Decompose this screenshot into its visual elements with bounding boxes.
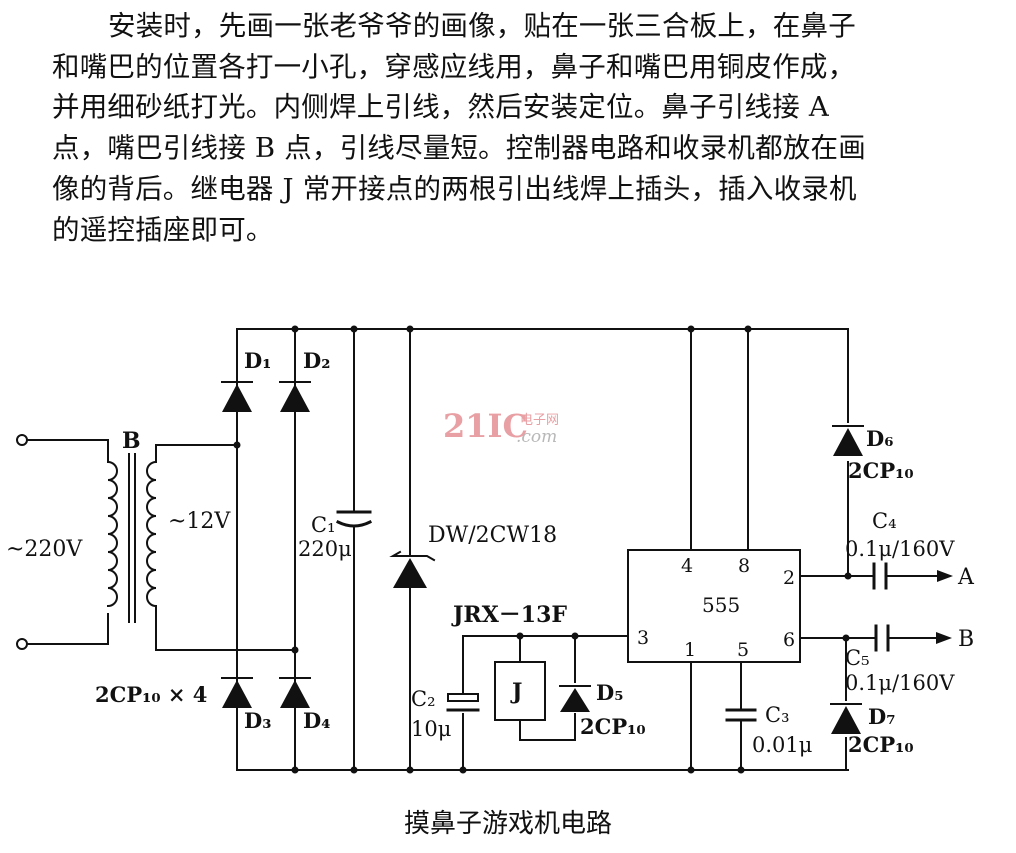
primary-coil xyxy=(106,460,118,608)
label-d4: D₄ xyxy=(303,708,330,733)
label-c5-value: 0.1μ/160V xyxy=(845,671,955,695)
d4-diode xyxy=(279,671,311,714)
article-line: 并用细砂纸打光。内侧焊上引线，然后安装定位。鼻子引线接 A xyxy=(52,91,829,124)
label-transformer: B xyxy=(122,428,141,454)
article-line: 安装时，先画一张老爷爷的画像，贴在一张三合板上，在鼻子 xyxy=(108,10,856,42)
relay-bottom-wire xyxy=(462,713,576,771)
label-d5: D₅ xyxy=(596,680,623,705)
label-ic: 555 xyxy=(702,593,740,617)
d3-diode xyxy=(221,671,253,714)
label-c5: C₅ xyxy=(845,646,870,670)
label-c4: C₄ xyxy=(872,509,897,533)
label-c1: C₁ xyxy=(311,513,336,537)
watermark-logo: 21IC xyxy=(443,407,528,445)
article-text: 安装时，先画一张老爷爷的画像，贴在一张三合板上，在鼻子 和嘴巴的位置各打一小孔，… xyxy=(52,6,982,250)
label-c3-value: 0.01μ xyxy=(752,733,812,757)
label-c2-value: 10μ xyxy=(411,717,451,741)
label-d3: D₃ xyxy=(244,708,271,733)
relay-coil xyxy=(494,661,546,721)
label-input-voltage: ~220V xyxy=(6,537,83,562)
transformer-core xyxy=(128,453,136,623)
label-d6-type: 2CP₁₀ xyxy=(848,458,914,483)
label-pin4: 4 xyxy=(681,555,693,577)
c2-capacitor xyxy=(446,693,480,712)
input-wire xyxy=(26,439,109,645)
label-c3: C₃ xyxy=(765,703,790,727)
input-terminal-bottom xyxy=(16,638,28,650)
ic-555-body xyxy=(627,549,801,663)
label-pin8: 8 xyxy=(738,555,750,577)
label-relay-model: JRX－13F xyxy=(451,602,567,628)
watermark-sub-bottom: .com xyxy=(516,427,557,447)
label-d6: D₆ xyxy=(866,426,893,451)
label-d5-type: 2CP₁₀ xyxy=(580,714,646,739)
d2-diode xyxy=(279,374,311,419)
d7-diode xyxy=(830,703,862,734)
label-c2: C₂ xyxy=(411,687,436,711)
diagram-caption: 摸鼻子游戏机电路 xyxy=(403,809,612,839)
secondary-wire xyxy=(155,444,296,651)
c1-capacitor xyxy=(335,328,373,771)
label-out-a: A xyxy=(957,565,975,590)
d7-wire xyxy=(845,637,849,771)
label-d7: D₇ xyxy=(868,704,895,729)
label-pin2: 2 xyxy=(783,567,795,589)
relay-top-wire xyxy=(462,635,629,695)
label-c1-value: 220μ xyxy=(298,537,352,561)
c4-capacitor xyxy=(872,562,888,590)
article-line: 点，嘴巴引线接 B 点，引线尽量短。控制器电路和收录机都放在画 xyxy=(52,132,866,165)
label-d2: D₂ xyxy=(303,348,330,373)
label-pin6: 6 xyxy=(783,629,795,651)
label-d7-type: 2CP₁₀ xyxy=(848,732,914,757)
c5-capacitor xyxy=(874,624,890,652)
d1-diode xyxy=(221,374,253,419)
d5-diode xyxy=(559,685,591,712)
article-line: 的遥控插座即可。 xyxy=(52,213,274,246)
secondary-coil xyxy=(146,460,158,608)
zener-diode xyxy=(389,328,436,771)
input-terminal-top xyxy=(16,434,28,446)
label-c4-value: 0.1μ/160V xyxy=(845,537,955,561)
c3-capacitor xyxy=(725,708,757,722)
watermark-sub-top: 电子网 xyxy=(520,413,559,428)
label-out-b: B xyxy=(958,627,974,652)
label-zener: DW/2CW18 xyxy=(428,523,557,548)
label-pin3: 3 xyxy=(637,627,649,649)
arrow-a xyxy=(937,570,953,582)
d6-diode xyxy=(832,425,864,456)
arrow-b xyxy=(936,632,952,644)
article-line: 和嘴巴的位置各打一小孔，穿感应线用，鼻子和嘴巴用铜皮作成， xyxy=(52,50,856,83)
label-d1: D₁ xyxy=(244,348,271,373)
label-bridge-note: 2CP₁₀ × 4 xyxy=(95,682,207,707)
article-line: 像的背后。继电器 J 常开接点的两根引出线焊上插头，插入收录机 xyxy=(52,172,857,205)
label-secondary-voltage: ~12V xyxy=(168,509,231,534)
label-relay-coil: J xyxy=(510,679,522,705)
label-pin5: 5 xyxy=(737,639,749,661)
label-pin1: 1 xyxy=(684,639,696,661)
